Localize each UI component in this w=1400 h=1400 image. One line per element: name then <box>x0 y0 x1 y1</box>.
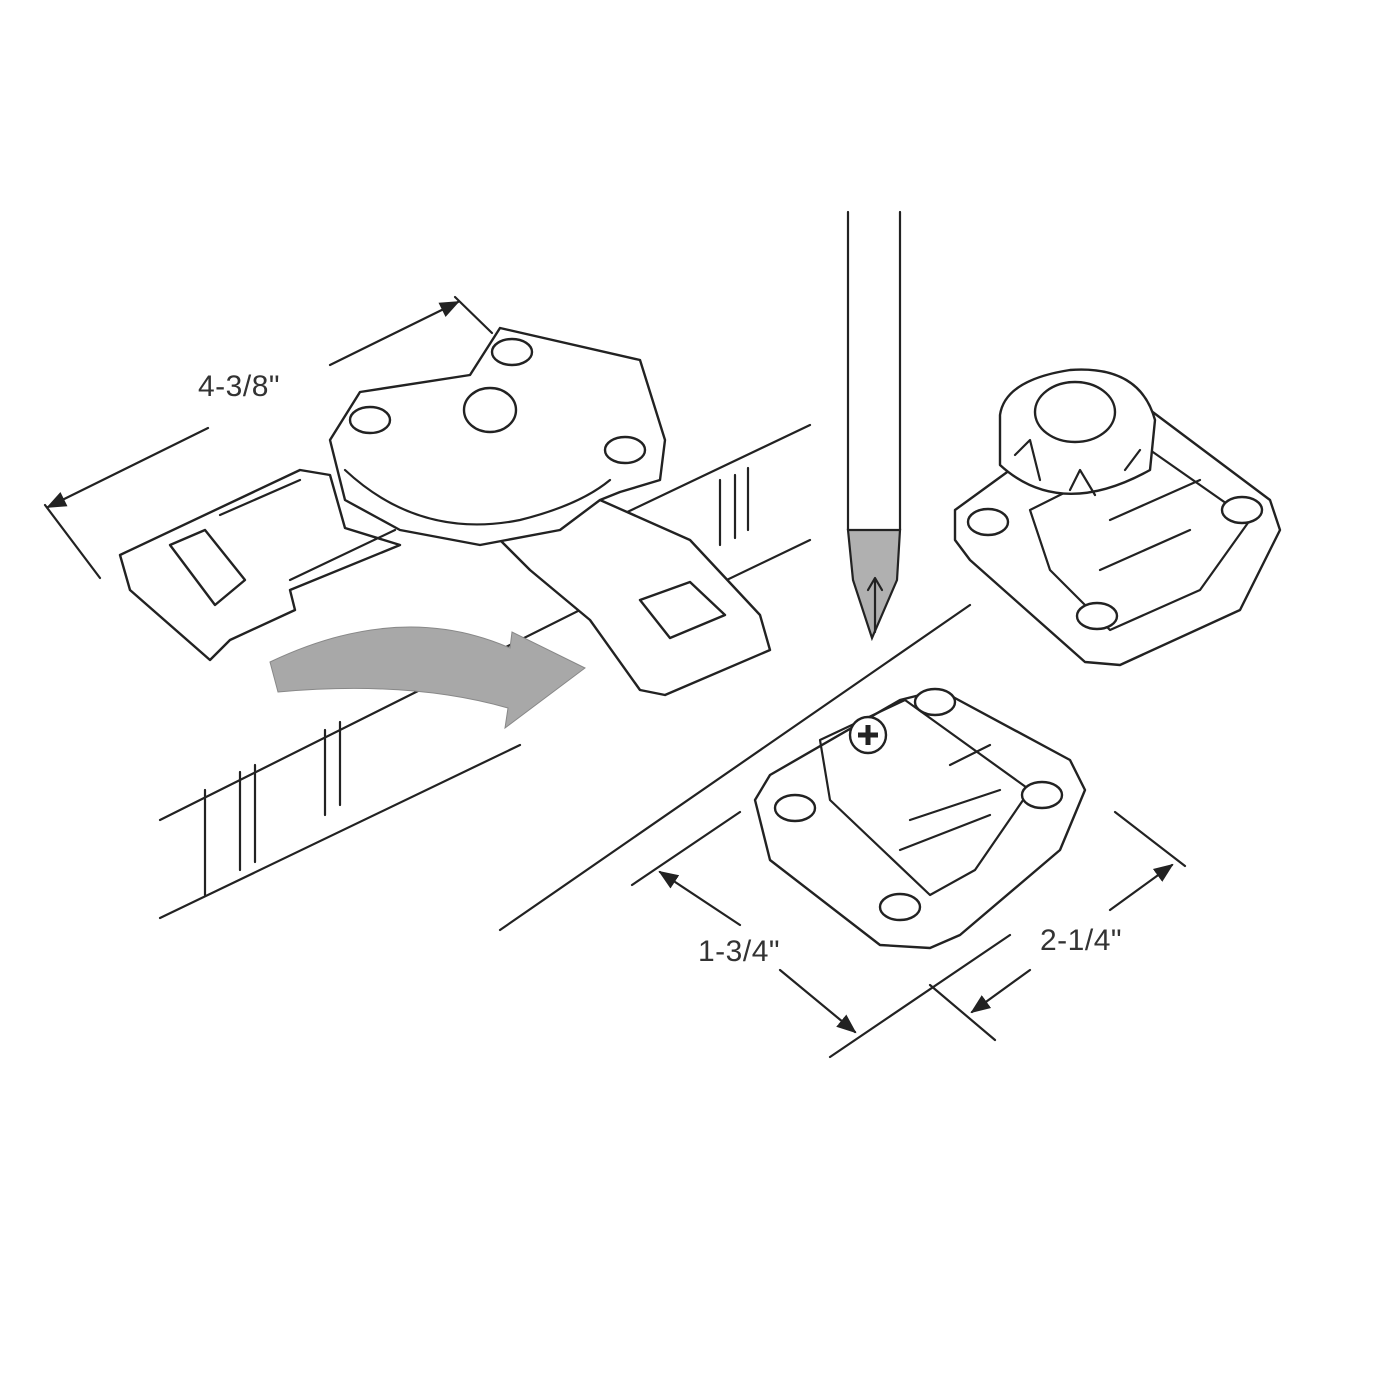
keeper <box>753 687 1087 950</box>
label-latch-length: 4-3/8" <box>198 370 281 403</box>
label-keeper-depth: 1-3/4" <box>698 935 781 968</box>
screwdriver <box>846 210 902 642</box>
sash-latch <box>118 326 772 697</box>
keeper-with-cap <box>953 368 1282 667</box>
dimension-keeper-width <box>928 810 1187 1042</box>
dimension-keeper-depth <box>630 810 1012 1059</box>
dimension-latch-length <box>43 295 494 580</box>
sill-line <box>498 603 972 932</box>
label-keeper-width: 2-1/4" <box>1040 924 1123 957</box>
motion-arrow <box>269 626 586 730</box>
